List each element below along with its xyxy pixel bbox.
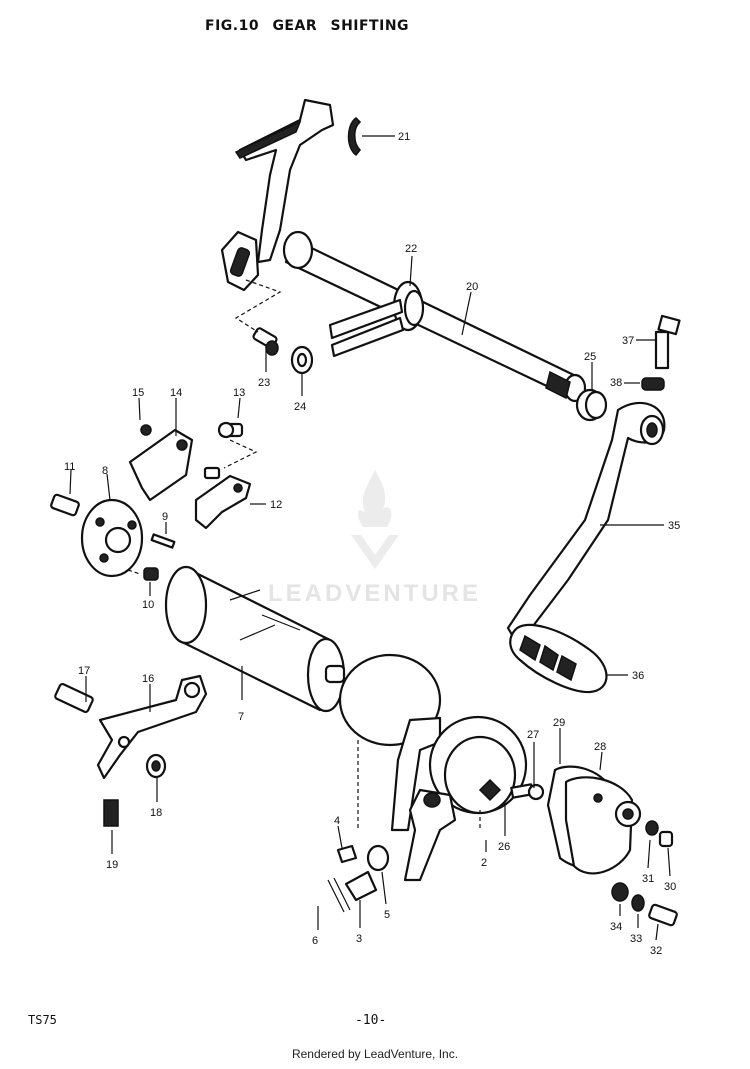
watermark-logo xyxy=(351,470,399,569)
shift-fork-2 xyxy=(403,715,528,882)
shift-fork-arm xyxy=(220,98,335,292)
callout-10: 10 xyxy=(142,599,154,611)
screw-32 xyxy=(648,903,678,927)
callout-9: 9 xyxy=(162,511,168,523)
screw-11 xyxy=(50,493,80,517)
washer-18 xyxy=(145,753,167,779)
seal-25 xyxy=(575,388,608,422)
callout-25: 25 xyxy=(584,351,596,363)
callout-2: 2 xyxy=(481,857,487,869)
callout-6: 6 xyxy=(312,935,318,947)
shaft-collar-22 xyxy=(328,280,425,358)
callout-31: 31 xyxy=(642,873,654,885)
screw-10 xyxy=(143,567,159,581)
callout-17: 17 xyxy=(78,665,90,677)
shift-fork-1 xyxy=(338,653,442,832)
callout-15: 15 xyxy=(132,387,144,399)
callout-16: 16 xyxy=(142,673,154,685)
washer-34 xyxy=(611,882,629,902)
roller-5 xyxy=(366,844,390,872)
callout-19: 19 xyxy=(106,859,118,871)
callout-36: 36 xyxy=(632,670,644,682)
callout-34: 34 xyxy=(610,921,622,933)
screw-30 xyxy=(658,830,674,848)
washer-31 xyxy=(645,820,659,836)
nut-38 xyxy=(641,377,665,391)
callout-21: 21 xyxy=(398,131,410,143)
callout-24: 24 xyxy=(294,401,306,413)
callout-14: 14 xyxy=(170,387,182,399)
callout-27: 27 xyxy=(527,729,539,741)
callout-18: 18 xyxy=(150,807,162,819)
callout-29: 29 xyxy=(553,717,565,729)
callout-7: 7 xyxy=(238,711,244,723)
callout-11: 11 xyxy=(64,461,75,473)
clip-6 xyxy=(327,877,351,913)
stopper-arm-12 xyxy=(194,466,252,530)
callout-5: 5 xyxy=(384,909,390,921)
leader-lines xyxy=(69,135,671,941)
switch-cover-28 xyxy=(564,776,642,875)
callout-22: 22 xyxy=(405,243,417,255)
circlip-21 xyxy=(347,117,362,157)
screw-17 xyxy=(54,683,94,713)
shift-shaft xyxy=(282,230,587,403)
bolt-37 xyxy=(654,314,681,370)
spring-19 xyxy=(103,799,119,827)
rendered-by-credit: Rendered by LeadVenture, Inc. xyxy=(291,1047,459,1061)
cam-plate-14 xyxy=(128,424,194,502)
callout-13: 13 xyxy=(233,387,245,399)
shift-lever-35 xyxy=(506,401,666,642)
callout-38: 38 xyxy=(610,377,622,389)
callout-37: 37 xyxy=(622,335,634,347)
watermark-text: LEADVENTURE xyxy=(268,580,482,607)
callout-3: 3 xyxy=(356,933,362,945)
screw-27 xyxy=(510,783,545,801)
pin-3 xyxy=(344,870,378,902)
callout-4: 4 xyxy=(334,815,340,827)
pin-9 xyxy=(150,533,176,549)
callout-30: 30 xyxy=(664,881,676,893)
figure-title: FIG.10 GEAR SHIFTING xyxy=(205,18,410,34)
cam-guide-8 xyxy=(80,498,144,578)
callout-28: 28 xyxy=(594,741,606,753)
callout-32: 32 xyxy=(650,945,662,957)
shift-arm-16 xyxy=(96,674,208,780)
gear-shift-cam-7 xyxy=(164,565,346,713)
callout-12: 12 xyxy=(270,499,282,511)
callout-8: 8 xyxy=(102,465,108,477)
callout-20: 20 xyxy=(466,281,478,293)
callout-33: 33 xyxy=(630,933,642,945)
callout-35: 35 xyxy=(668,520,680,532)
callout-23: 23 xyxy=(258,377,270,389)
washer-33 xyxy=(631,894,645,912)
pin-4 xyxy=(336,844,358,864)
callout-26: 26 xyxy=(498,841,510,853)
screw-13 xyxy=(217,421,244,439)
model-code: TS75 xyxy=(28,1013,57,1027)
page-number: -10- xyxy=(355,1013,387,1028)
bolt-23 xyxy=(252,327,314,375)
lever-rubber-36 xyxy=(509,623,608,694)
